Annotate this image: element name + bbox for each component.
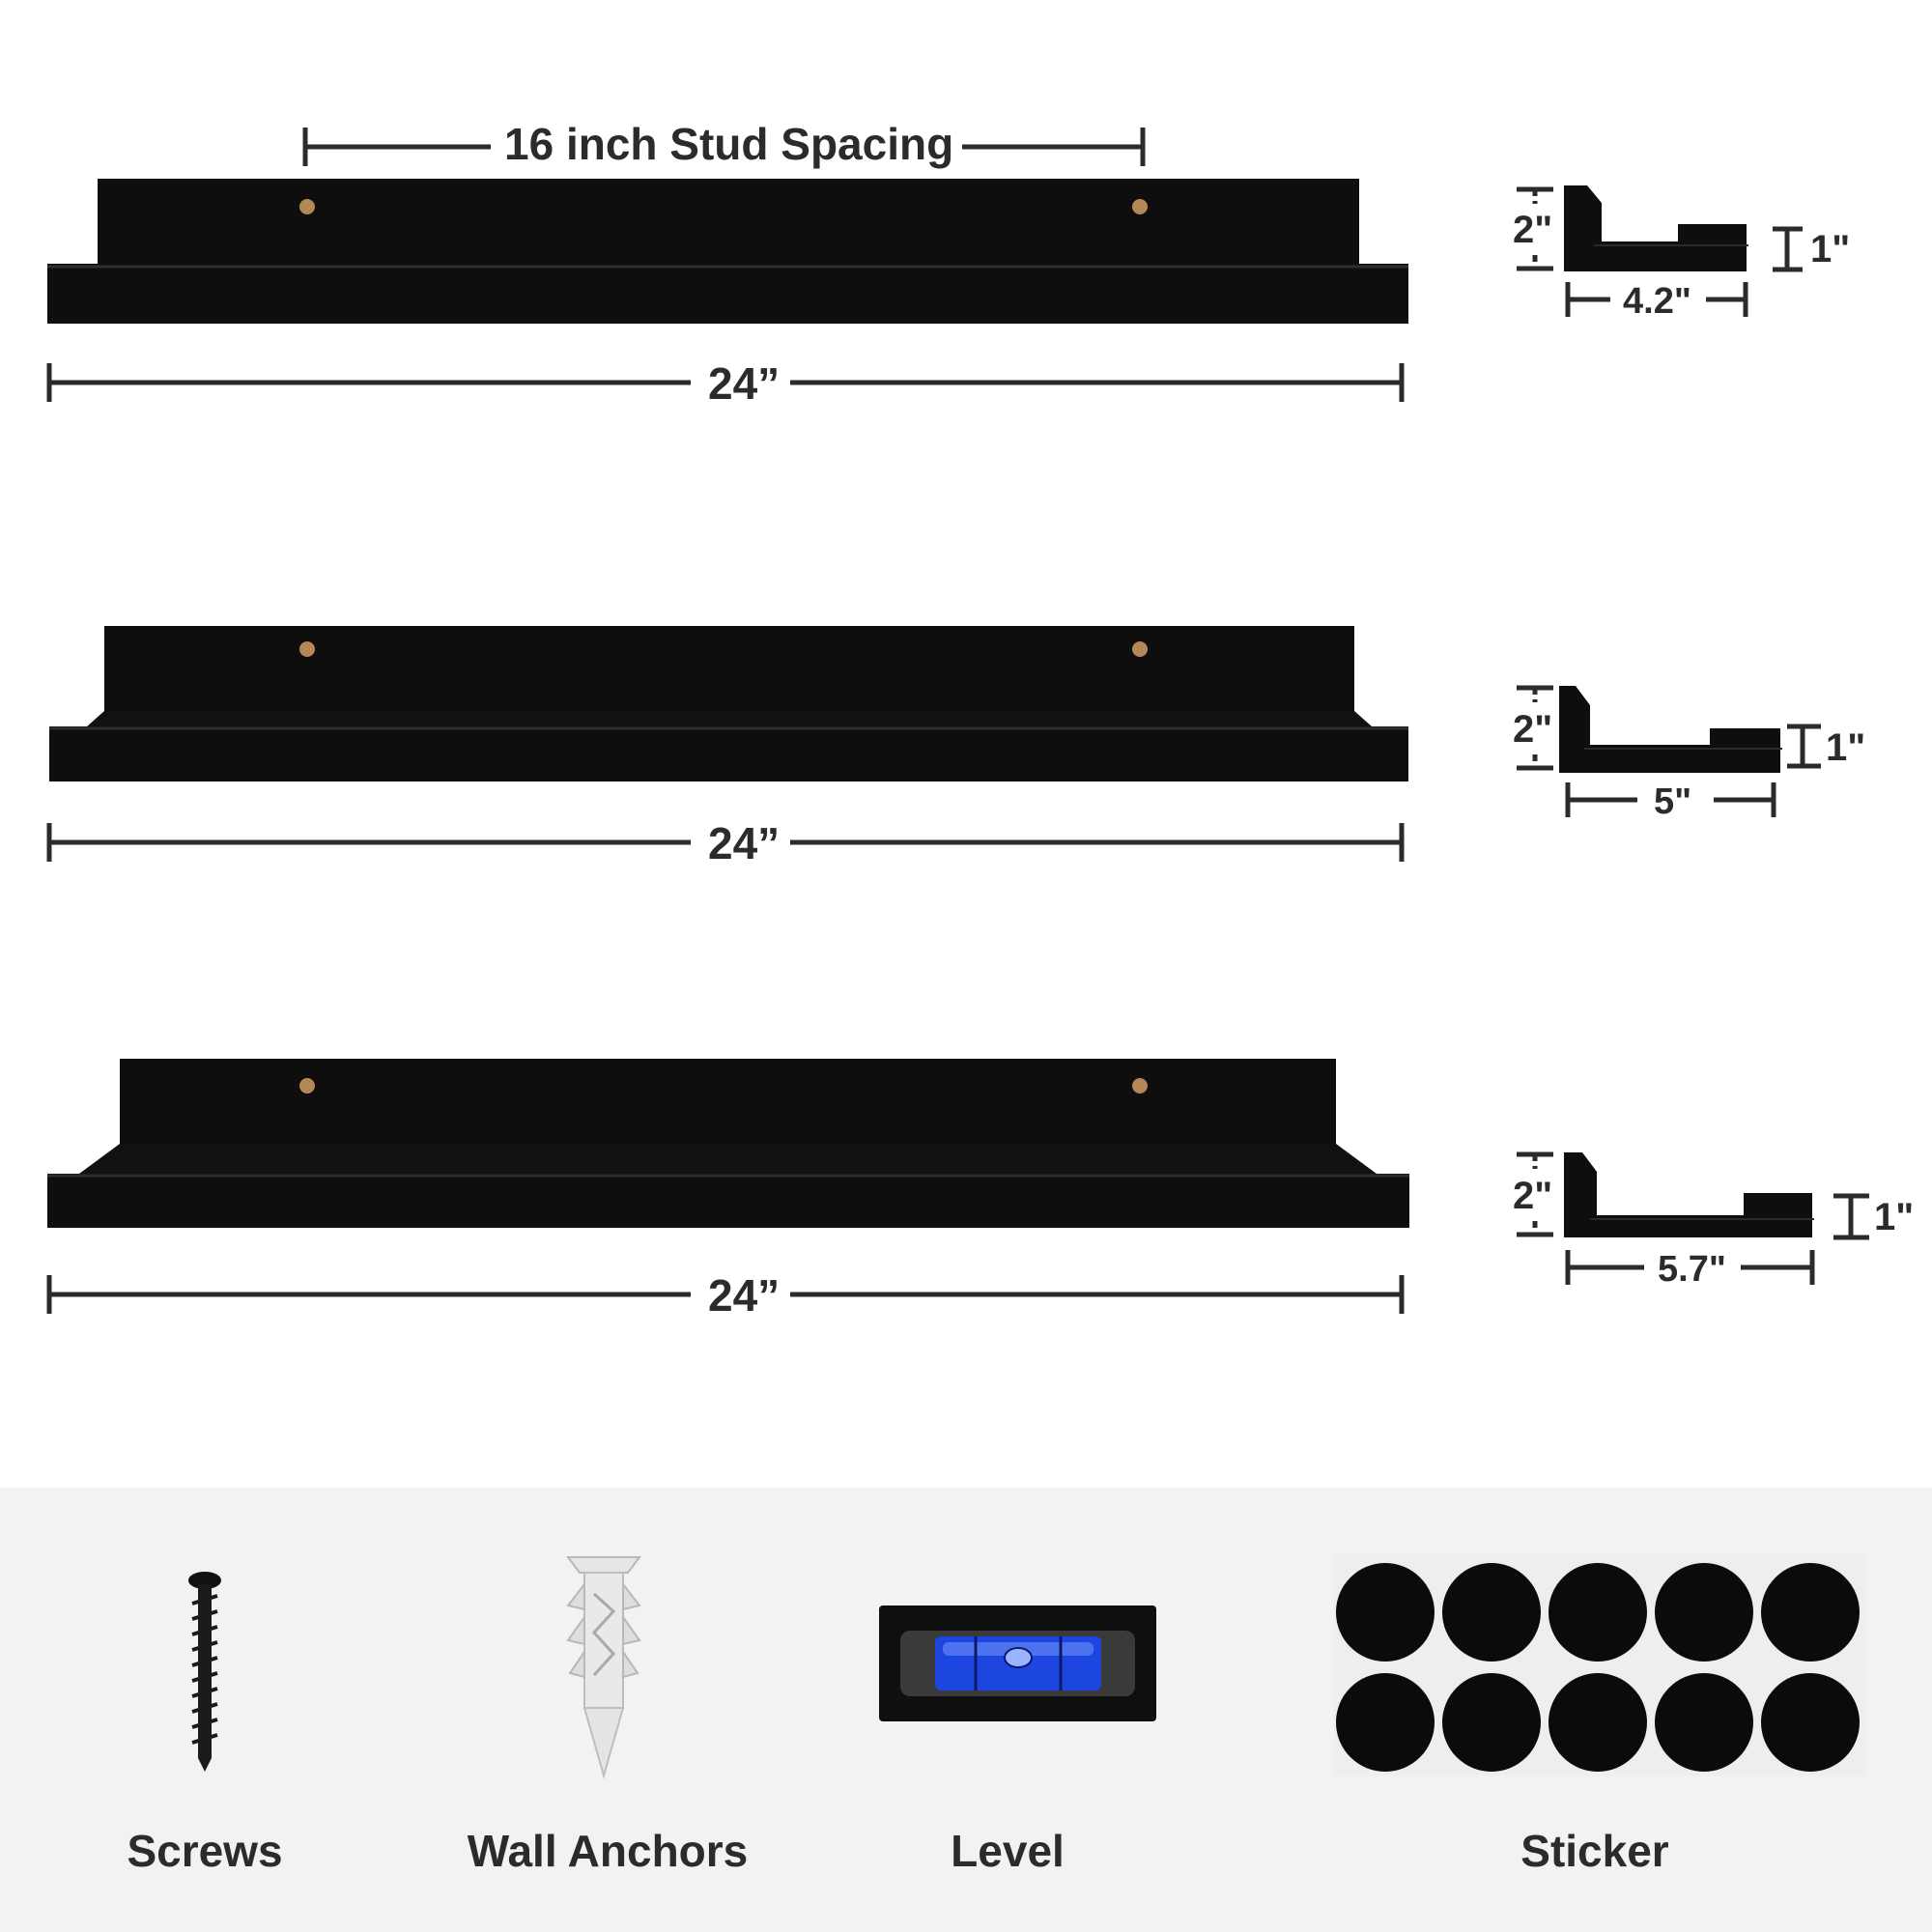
shelf-2-height-label: 2" — [1513, 708, 1553, 751]
shelf-1-length-dimension — [46, 363, 1405, 402]
stud-spacing-dimension — [302, 128, 1146, 166]
shelf-1-height-label: 2" — [1513, 209, 1553, 251]
shelf-3-profile-dims — [1517, 1151, 1869, 1285]
level-icon — [879, 1605, 1156, 1721]
sticker-dots — [1336, 1563, 1860, 1772]
shelf-2-lip-label: 1" — [1826, 726, 1866, 769]
shelf-1-depth-label: 4.2" — [1623, 281, 1691, 322]
shelf-2-profile-dims — [1517, 685, 1821, 817]
accessory-label-screws: Screws — [127, 1826, 283, 1876]
sticker-dot — [1548, 1563, 1647, 1662]
sticker-dot — [1548, 1673, 1647, 1772]
sticker-dot — [1442, 1673, 1541, 1772]
accessory-label-wall-anchors: Wall Anchors — [467, 1826, 749, 1876]
shelf-3-depth-label: 5.7" — [1658, 1249, 1726, 1290]
sticker-dot — [1655, 1563, 1753, 1662]
sticker-dot — [1761, 1673, 1860, 1772]
shelf-3-length-label: 24” — [708, 1270, 781, 1321]
screw-icon — [188, 1572, 221, 1772]
accessory-label-level: Level — [951, 1826, 1065, 1876]
mounting-hole — [1132, 1078, 1148, 1094]
mounting-hole — [299, 1078, 315, 1094]
shelf-1-lip-label: 1" — [1810, 228, 1851, 270]
shelf-3-profile — [1564, 1152, 1814, 1237]
stud-spacing-label: 16 inch Stud Spacing — [504, 119, 954, 169]
mounting-hole — [1132, 641, 1148, 657]
sticker-dot — [1336, 1563, 1435, 1662]
shelf-2-depth-label: 5" — [1654, 781, 1692, 822]
sticker-dot — [1761, 1563, 1860, 1662]
shelf-1-front-view — [47, 179, 1408, 324]
shelf-2-length-label: 24” — [708, 818, 781, 868]
mounting-hole — [299, 199, 315, 214]
shelf-2-length-dimension — [46, 823, 1405, 862]
sticker-sheet-icon — [1334, 1553, 1865, 1776]
shelf-3-height-label: 2" — [1513, 1175, 1553, 1217]
mounting-hole — [299, 641, 315, 657]
mounting-hole — [1132, 199, 1148, 214]
shelf-1-profile — [1564, 185, 1748, 271]
shelf-3-front-view — [47, 1059, 1409, 1228]
shelf-1-length-label: 24” — [708, 358, 781, 409]
shelf-3-lip-label: 1" — [1874, 1196, 1915, 1238]
shelf-2-front-view — [49, 626, 1408, 781]
shelf-2-profile — [1559, 686, 1782, 773]
sticker-dot — [1336, 1673, 1435, 1772]
accessory-label-sticker: Sticker — [1520, 1826, 1669, 1876]
sticker-dot — [1655, 1673, 1753, 1772]
sticker-dot — [1442, 1563, 1541, 1662]
shelf-1-profile-dims — [1517, 186, 1803, 317]
shelf-3-length-dimension — [46, 1275, 1405, 1314]
wall-anchor-icon — [566, 1556, 641, 1779]
